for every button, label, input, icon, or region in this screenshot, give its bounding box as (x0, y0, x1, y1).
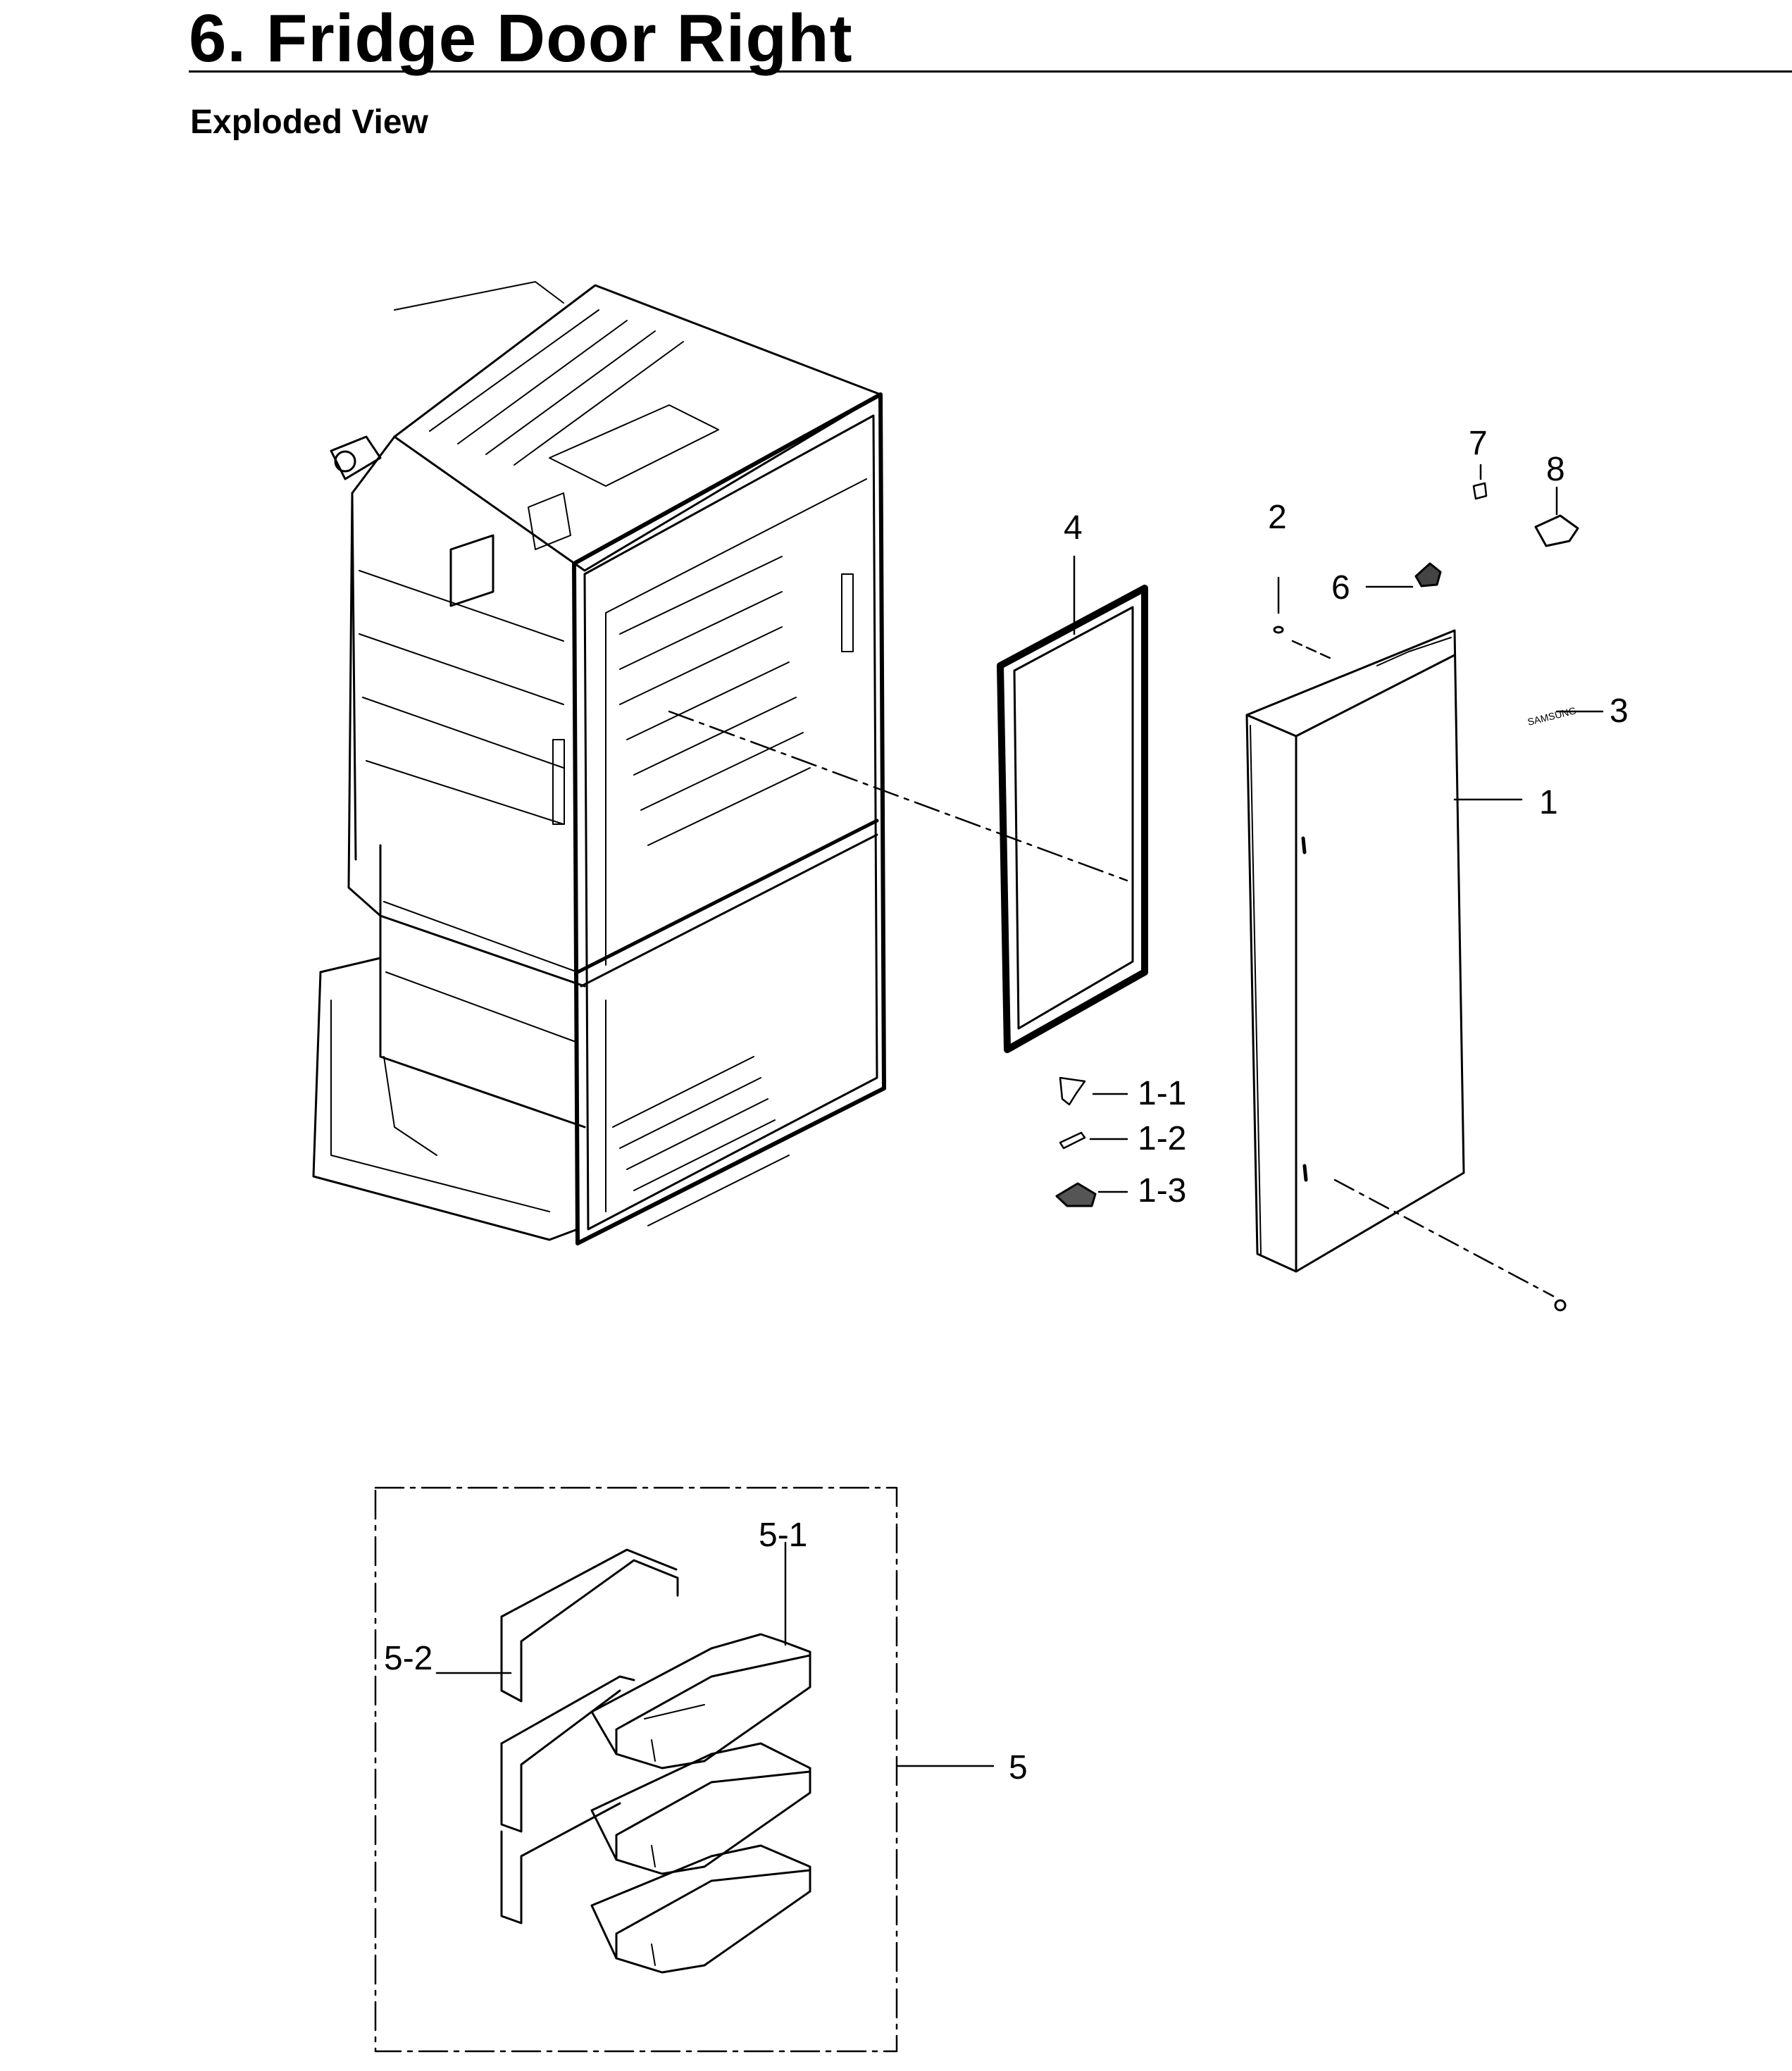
callout-1-3: 1-3 (1138, 1172, 1186, 1209)
callout-3: 3 (1610, 692, 1629, 730)
hinge-axis-line (1333, 1178, 1555, 1298)
fridge-door-right (1245, 629, 1465, 1273)
door-logo: SAMSUNG (1526, 704, 1578, 728)
door-bin-guards (500, 1548, 679, 1924)
hinge-cap (1414, 562, 1442, 587)
page-subtitle: Exploded View (190, 104, 428, 141)
callout-8: 8 (1546, 451, 1565, 488)
door-gasket (997, 585, 1148, 1053)
callout-1-2: 1-2 (1138, 1120, 1186, 1157)
hinge-pin-line (1291, 640, 1333, 660)
callout-4: 4 (1064, 509, 1083, 547)
callout-6: 6 (1331, 569, 1350, 607)
callout-5-1: 5-1 (759, 1517, 807, 1554)
door-screw (1554, 1299, 1567, 1312)
assembly-axis-line (668, 710, 1128, 882)
callout-5-2: 5-2 (384, 1640, 433, 1677)
callout-1-1: 1-1 (1138, 1075, 1186, 1112)
leader-lines (435, 464, 1604, 1767)
title-rule (189, 70, 1792, 73)
callout-1: 1 (1539, 784, 1558, 821)
callout-5: 5 (1009, 1749, 1028, 1786)
door-stopper (1059, 1076, 1086, 1106)
door-cam (1055, 1182, 1097, 1207)
upper-hinge (1534, 514, 1579, 547)
refrigerator-cabinet (312, 281, 886, 1245)
hinge-bushing (1472, 482, 1488, 500)
door-bin-group-box (374, 1486, 898, 2053)
callout-2: 2 (1268, 499, 1287, 536)
callout-7: 7 (1469, 425, 1488, 462)
page-title: 6. Fridge Door Right (189, 1, 853, 76)
hinge-pin (1273, 626, 1284, 634)
door-shim (1059, 1131, 1086, 1150)
door-bins (590, 1633, 811, 1974)
